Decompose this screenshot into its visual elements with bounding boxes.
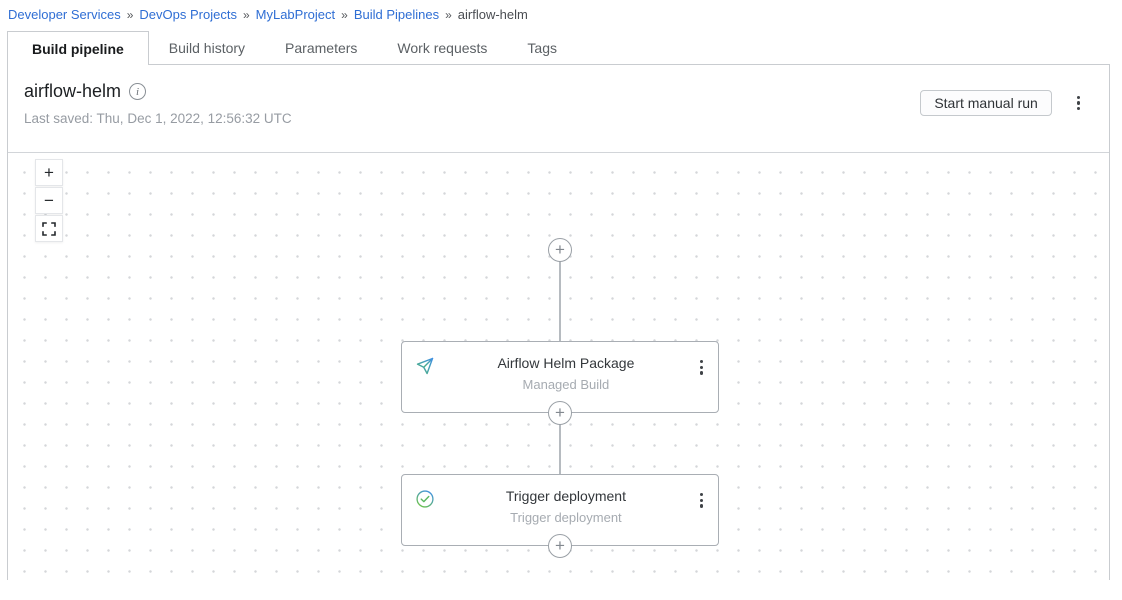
pipeline-header: airflow-helm i Last saved: Thu, Dec 1, 2… — [8, 65, 1109, 153]
breadcrumb-link-developer-services[interactable]: Developer Services — [8, 7, 121, 22]
paper-plane-icon — [416, 357, 434, 375]
info-icon[interactable]: i — [129, 83, 147, 100]
pipeline-header-actions: Start manual run — [920, 90, 1083, 116]
stage-kebab-menu-icon[interactable] — [697, 357, 706, 378]
add-stage-button-middle[interactable]: + — [548, 401, 572, 425]
tab-work-requests[interactable]: Work requests — [397, 39, 488, 56]
breadcrumb-separator: » — [126, 7, 134, 22]
breadcrumb-link-devops-projects[interactable]: DevOps Projects — [139, 7, 237, 22]
tab-build-pipeline[interactable]: Build pipeline — [7, 31, 149, 65]
breadcrumb-separator: » — [445, 7, 452, 22]
last-saved-timestamp: Last saved: Thu, Dec 1, 2022, 12:56:32 U… — [24, 111, 292, 126]
stage-subtitle: Managed Build — [522, 377, 610, 392]
canvas-zoom-controls: + − — [35, 159, 63, 242]
pipeline-canvas[interactable]: + − + Airflow Helm Package Managed Build… — [8, 153, 1109, 580]
pipeline-connector — [559, 250, 561, 341]
stage-title: Trigger deployment — [505, 488, 626, 504]
breadcrumb-link-mylabproject[interactable]: MyLabProject — [255, 7, 336, 22]
stage-card-text: Trigger deployment Trigger deployment — [435, 487, 697, 527]
breadcrumb-separator: » — [341, 7, 348, 22]
zoom-in-button[interactable]: + — [35, 159, 63, 186]
stage-card-text: Airflow Helm Package Managed Build — [435, 354, 697, 394]
fit-to-screen-icon — [42, 221, 56, 236]
zoom-out-button[interactable]: − — [35, 187, 63, 214]
add-stage-button-top[interactable]: + — [548, 238, 572, 262]
build-pipeline-panel: airflow-helm i Last saved: Thu, Dec 1, 2… — [7, 64, 1110, 580]
tab-tags[interactable]: Tags — [527, 39, 557, 56]
fit-to-screen-button[interactable] — [35, 215, 63, 242]
check-circle-icon — [416, 490, 434, 508]
add-stage-button-bottom[interactable]: + — [548, 534, 572, 558]
breadcrumb-link-build-pipelines[interactable]: Build Pipelines — [353, 7, 440, 22]
page-title: airflow-helm — [24, 81, 122, 101]
stage-kebab-menu-icon[interactable] — [697, 490, 706, 511]
start-manual-run-button[interactable]: Start manual run — [920, 90, 1052, 116]
pipeline-connector — [559, 413, 561, 474]
tab-parameters[interactable]: Parameters — [285, 39, 358, 56]
stage-title: Airflow Helm Package — [497, 355, 635, 371]
header-kebab-menu-icon[interactable] — [1074, 93, 1083, 114]
stage-subtitle: Trigger deployment — [510, 510, 622, 525]
breadcrumb-current-page: airflow-helm — [457, 7, 528, 22]
tab-build-history[interactable]: Build history — [168, 39, 246, 56]
tab-bar: Build pipeline Build history Parameters … — [7, 31, 1122, 65]
breadcrumb: Developer Services » DevOps Projects » M… — [0, 0, 1122, 22]
breadcrumb-separator: » — [242, 7, 250, 22]
pipeline-header-left: airflow-helm i Last saved: Thu, Dec 1, 2… — [24, 81, 292, 126]
